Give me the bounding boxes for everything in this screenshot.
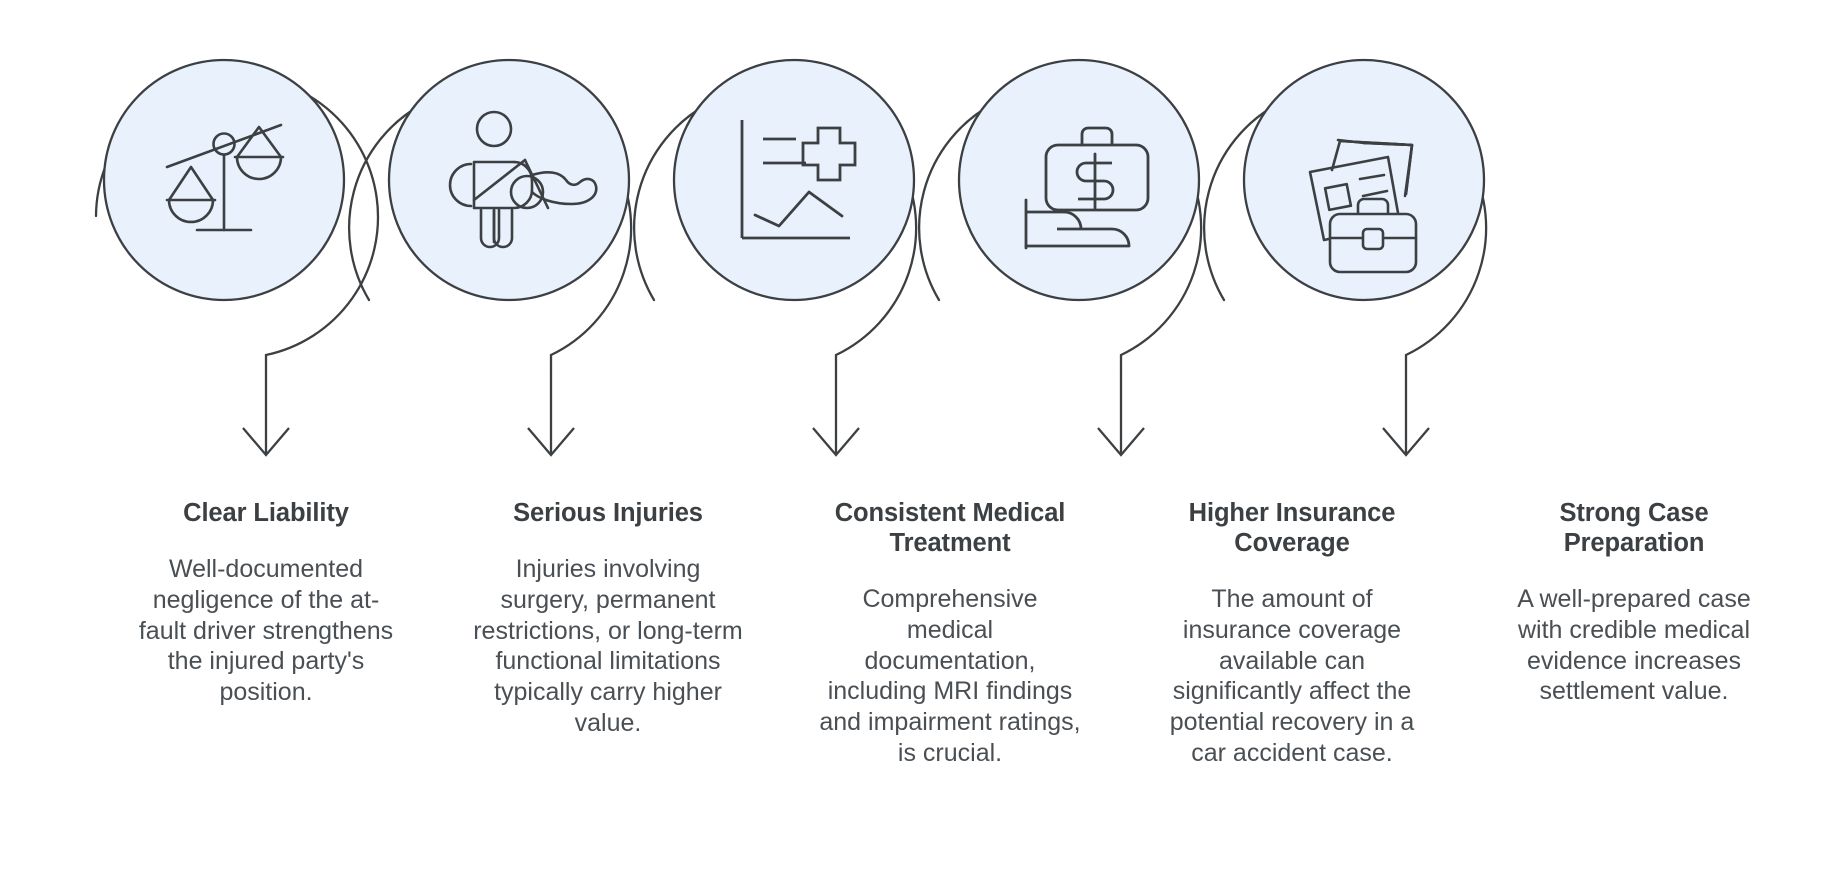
step-body-1: Well-documented negligence of the at-fau… <box>138 555 394 707</box>
step-body-3: Comprehensive medical documentation, inc… <box>819 585 1081 767</box>
step-column-4: Higher Insurance Coverage The amount of … <box>1121 0 1463 769</box>
spacer <box>950 0 951 498</box>
step-title-1: Clear Liability <box>183 499 349 527</box>
step-title-4: Higher Insurance Coverage <box>1188 499 1396 558</box>
step-column-3: Consistent Medical Treatment Comprehensi… <box>779 0 1121 769</box>
step-body-5: A well-prepared case with credible medic… <box>1517 585 1751 706</box>
step-column-1: Clear Liability Well-documented negligen… <box>95 0 437 708</box>
spacer <box>608 0 609 498</box>
step-column-5: Strong Case Preparation A well-prepared … <box>1463 0 1805 707</box>
step-body-4: The amount of insurance coverage availab… <box>1169 585 1415 767</box>
step-body-2: Injuries involving surgery, permanent re… <box>473 555 743 737</box>
spacer <box>266 0 267 498</box>
step-title-5: Strong Case Preparation <box>1559 499 1709 558</box>
step-column-2: Serious Injuries Injuries involving surg… <box>437 0 779 739</box>
spacer <box>1634 0 1635 498</box>
step-title-3: Consistent Medical Treatment <box>834 499 1066 558</box>
step-title-2: Serious Injuries <box>513 499 703 527</box>
spacer <box>1292 0 1293 498</box>
